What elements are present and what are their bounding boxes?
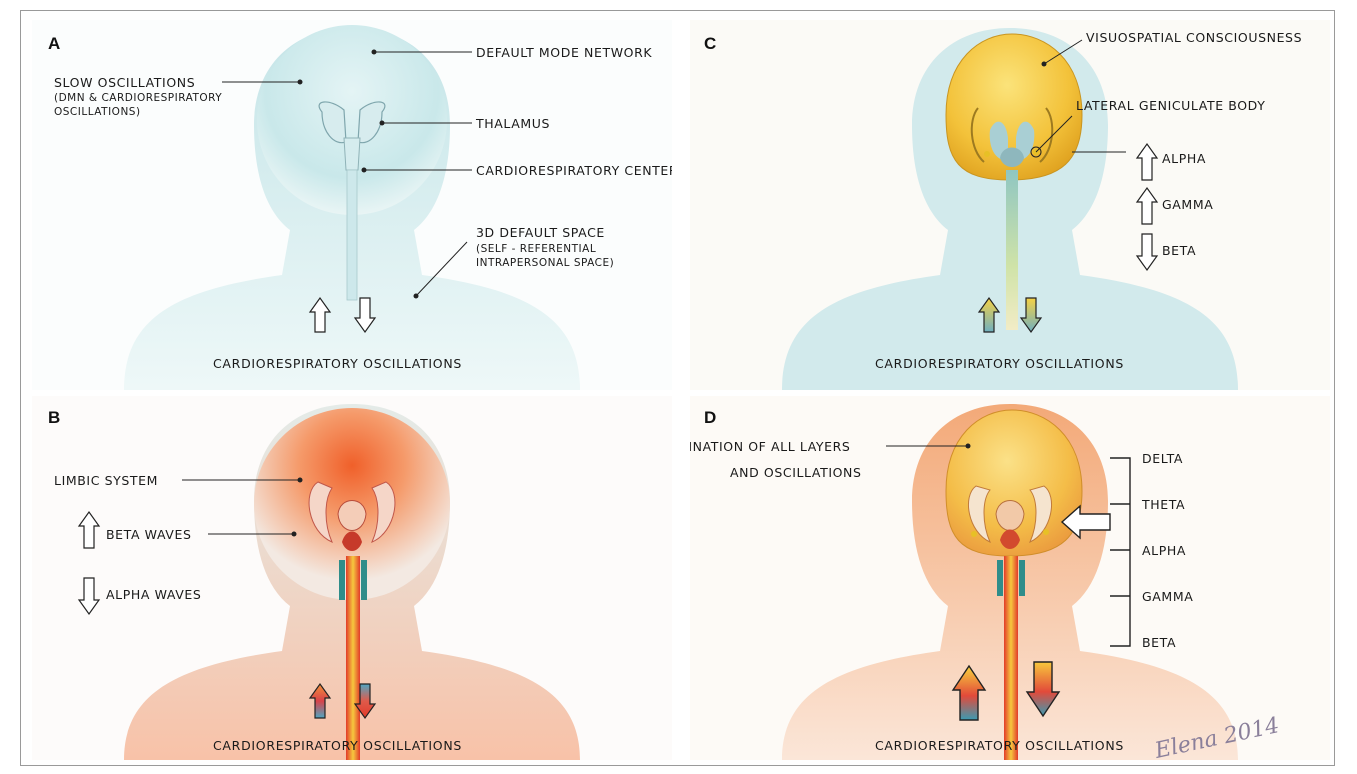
gamma-label-d: GAMMA — [1142, 589, 1193, 604]
down-arrow-icon — [79, 578, 99, 614]
up-arrow-icon — [1137, 144, 1157, 180]
gamma-label-c: GAMMA — [1162, 197, 1213, 212]
panel-letter-b: B — [48, 408, 60, 428]
alpha-waves-label: ALPHA WAVES — [106, 587, 201, 602]
slow-oscillations-sub1: (DMN & CARDIORESPIRATORY — [54, 92, 222, 105]
beta-label-c: BETA — [1162, 243, 1196, 258]
alpha-label-c: ALPHA — [1162, 151, 1206, 166]
up-arrow-icon — [79, 512, 99, 548]
bottom-caption-c: CARDIORESPIRATORY OSCILLATIONS — [875, 356, 1124, 371]
cardiorespiratory-centers-label: CARDIORESPIRATORY CENTERS — [476, 163, 672, 178]
beta-waves-label: BETA WAVES — [106, 527, 191, 542]
alpha-label-d: ALPHA — [1142, 543, 1186, 558]
default-space-sub2: INTRAPERSONAL SPACE) — [476, 257, 614, 270]
panel-c: C VISUOSPATIAL CONSCIOUSNESS LATERAL GEN… — [690, 20, 1330, 390]
theta-label-d: THETA — [1142, 497, 1185, 512]
combination-label-line1: COMBINATION OF ALL LAYERS — [690, 439, 850, 454]
limbic-system-label: LIMBIC SYSTEM — [54, 473, 158, 488]
delta-label-d: DELTA — [1142, 451, 1183, 466]
head-illustration-b — [32, 396, 672, 760]
panel-letter-a: A — [48, 34, 60, 54]
panel-letter-c: C — [704, 34, 716, 54]
default-space-label: 3D DEFAULT SPACE — [476, 225, 605, 240]
bottom-caption-b: CARDIORESPIRATORY OSCILLATIONS — [213, 738, 462, 753]
panel-d: D COMBINATION OF ALL LAYERS AND OSCILLAT… — [690, 396, 1330, 760]
slow-oscillations-label: SLOW OSCILLATIONS — [54, 75, 195, 90]
down-arrow-icon — [1137, 234, 1157, 270]
panel-b: B LIMBIC SYSTEM BETA WAVES ALPHA WAVES C… — [32, 396, 672, 760]
up-arrow-icon — [1137, 188, 1157, 224]
combination-label-line2: AND OSCILLATIONS — [730, 465, 862, 480]
lateral-geniculate-label: LATERAL GENICULATE BODY — [1076, 98, 1265, 113]
beta-label-d: BETA — [1142, 635, 1176, 650]
slow-oscillations-sub2: OSCILLATIONS) — [54, 106, 141, 119]
panel-letter-d: D — [704, 408, 716, 428]
default-space-sub1: (SELF - REFERENTIAL — [476, 243, 596, 256]
bottom-caption-d: CARDIORESPIRATORY OSCILLATIONS — [875, 738, 1124, 753]
default-mode-network-label: DEFAULT MODE NETWORK — [476, 45, 652, 60]
visuospatial-label: VISUOSPATIAL CONSCIOUSNESS — [1086, 30, 1302, 45]
bottom-caption-a: CARDIORESPIRATORY OSCILLATIONS — [213, 356, 462, 371]
thalamus-label: THALAMUS — [476, 116, 550, 131]
head-illustration-c — [690, 20, 1330, 390]
panel-a: A DEFAULT MODE NETWORK SLOW OSCILLATIONS… — [32, 20, 672, 390]
